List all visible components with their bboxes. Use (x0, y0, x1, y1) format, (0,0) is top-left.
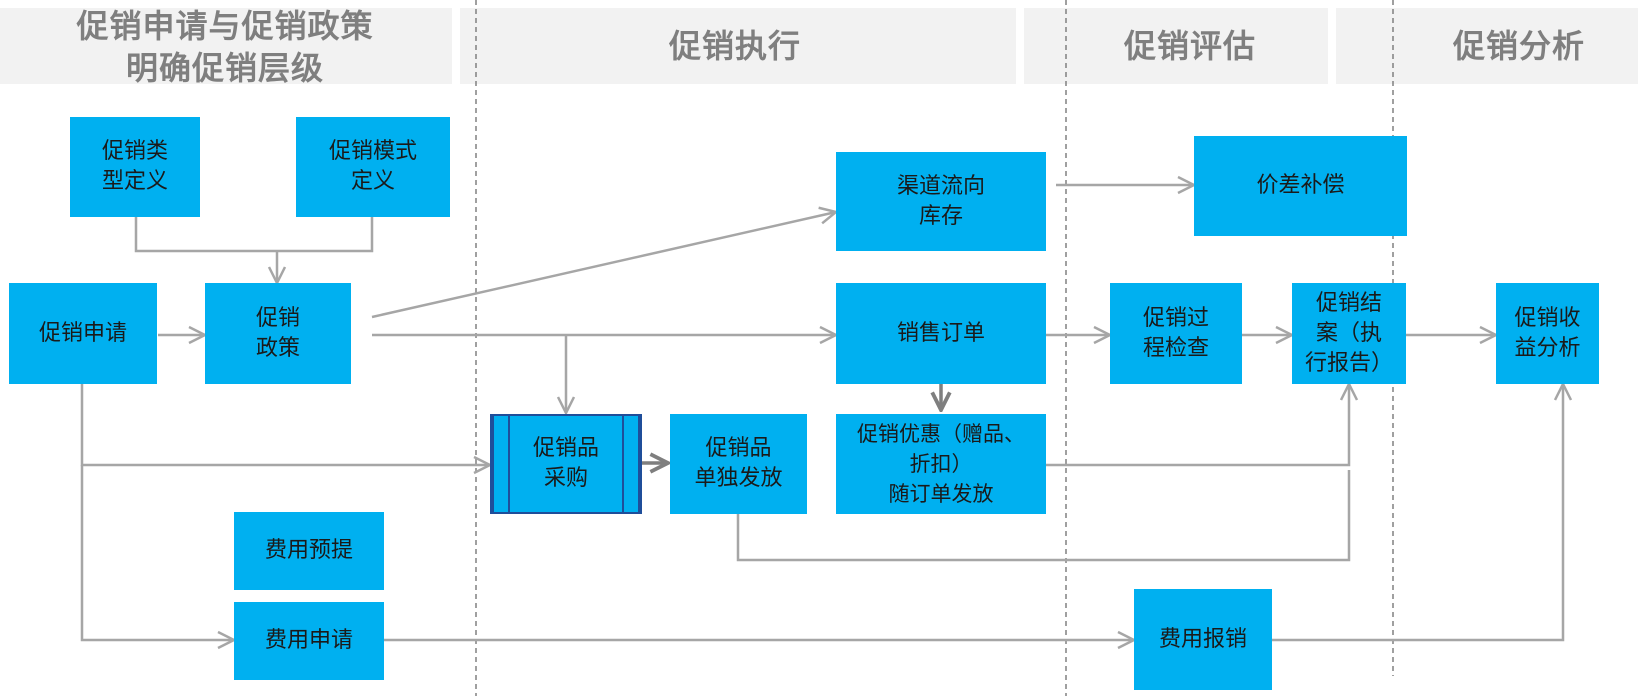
connector-apply-down-to-expense (80, 465, 234, 640)
phase-title-analysis: 促销分析 (1452, 27, 1585, 65)
phase-band-execution (460, 8, 1016, 84)
box-channel-flow-inventory: 渠道流向 库存 (836, 152, 1046, 251)
box-promotion-profit-analysis: 促销收 益分析 (1496, 283, 1599, 384)
phase-title-execution: 促销执行 (668, 27, 801, 65)
box-purchase-right-rule (622, 416, 624, 512)
box-expense-application: 费用申请 (234, 602, 384, 680)
connector-gift-to-close (736, 470, 1351, 562)
box-promotion-application: 促销申请 (9, 283, 157, 384)
box-promotion-process-check: 促销过 程检查 (1110, 283, 1242, 384)
phase-band-analysis (1336, 8, 1638, 84)
box-promotion-policy: 促销 政策 (205, 283, 351, 384)
box-promotion-goods-separate-issue: 促销品 单独发放 (670, 414, 807, 514)
box-promotion-goods-purchase: 促销品 采购 (490, 414, 642, 514)
phase-band-application (0, 8, 452, 84)
box-promotion-close-report: 促销结 案（执 行报告） (1292, 283, 1406, 384)
box-promotion-type-definition: 促销类 型定义 (70, 117, 200, 217)
phase-title-application-line2: 明确促销层级 (125, 49, 324, 87)
box-expense-accrual: 费用预提 (234, 512, 384, 590)
box-promotion-mode-definition: 促销模式 定义 (296, 117, 450, 217)
connector-apply-down-to-purchase (80, 384, 490, 465)
phase-title-application-line1: 促销申请与促销政策 (76, 7, 374, 45)
phase-band-evaluation (1024, 8, 1328, 84)
box-price-difference-compensation: 价差补偿 (1194, 136, 1407, 236)
connector-discount-to-close (1046, 384, 1349, 467)
phase-title-evaluation: 促销评估 (1123, 27, 1256, 65)
box-expense-reimbursement: 费用报销 (1134, 589, 1272, 690)
box-purchase-label: 促销品 采购 (532, 436, 599, 491)
box-purchase-left-rule (508, 416, 510, 512)
connector-type-to-merge (134, 217, 374, 253)
connector-policy-to-channel (371, 212, 836, 319)
box-sales-order: 销售订单 (836, 283, 1046, 384)
connector-claim-to-profit (1272, 384, 1563, 642)
box-discount-issued-with-order: 促销优惠（赠品、 折扣） 随订单发放 (836, 414, 1046, 514)
